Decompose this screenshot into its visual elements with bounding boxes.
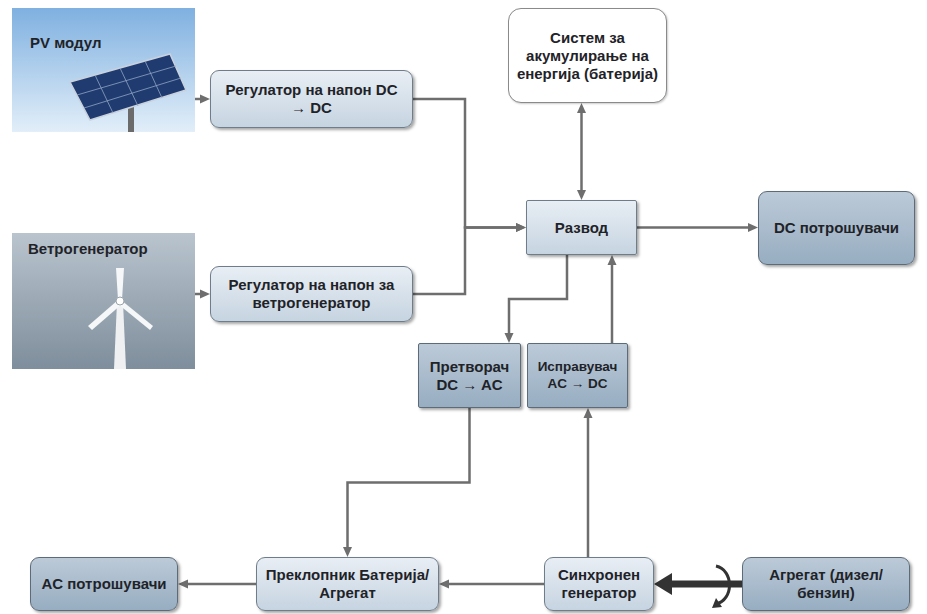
picture-node: Ветрогенератор: [12, 233, 195, 369]
arrow-head: [178, 580, 188, 589]
connector-line: [413, 228, 518, 295]
arrow-head: [516, 223, 526, 232]
storage-box: Систем за акумулирање на енергија (батер…: [508, 8, 667, 103]
connector-arrow: [413, 223, 526, 294]
connector-line: [447, 583, 544, 586]
node-text: Регулатор на напон за ветрогенератор: [217, 276, 406, 312]
arrow-head: [577, 103, 586, 113]
switch-box: Преклопник Батерија/Агрегат: [256, 557, 439, 611]
node-text: Исправувач AC → DC: [534, 359, 621, 391]
node-text: DC потрошувачи: [765, 219, 908, 237]
text-holder: Агрегат (дизел/бензин): [749, 566, 903, 602]
arrow-head: [748, 223, 758, 232]
connector-line: [186, 583, 256, 586]
connector-arrow: [439, 580, 544, 589]
connector-arrow: [413, 99, 526, 232]
connector-line: [668, 581, 742, 588]
node-text: Регулатор на напон DC → DC: [217, 81, 406, 117]
arrow-head: [608, 255, 617, 265]
distribution-box: Развод: [526, 200, 637, 255]
consumer-box: DC потрошувачи: [758, 191, 915, 265]
arrow-head: [654, 573, 672, 595]
connector-line: [413, 99, 518, 228]
connector-line: [637, 226, 750, 229]
arrow-head: [584, 408, 593, 418]
arrow-head: [505, 333, 514, 343]
node-text: Претворач DC → AC: [425, 358, 514, 394]
node-text: Синхронен генератор: [551, 566, 647, 602]
text-holder: PV модул: [30, 34, 195, 52]
converter-box: Претворач DC → AC: [418, 343, 521, 408]
text-holder: AC потрошувачи: [37, 575, 171, 593]
connector-line: [509, 255, 567, 335]
node-text: PV модул: [30, 34, 195, 52]
node-text: Систем за акумулирање на енергија (батер…: [515, 29, 660, 83]
connector-arrow: [584, 408, 593, 557]
drive-shaft-arrow: [654, 573, 742, 595]
arrow-head: [577, 190, 586, 200]
connector-arrow: [178, 580, 256, 589]
picture-node: PV модул: [12, 8, 195, 132]
wind-turbine-picture: [12, 233, 195, 369]
text-holder: Преклопник Батерија/Агрегат: [263, 566, 432, 602]
text-holder: Развод: [533, 219, 630, 237]
engine-box: Агрегат (дизел/бензин): [742, 557, 910, 611]
generator-box: Синхронен генератор: [544, 557, 654, 611]
pv-panel-picture: [12, 8, 195, 132]
node-text: Преклопник Батерија/Агрегат: [263, 566, 432, 602]
node-text: AC потрошувачи: [37, 575, 171, 593]
text-holder: Ветрогенератор: [28, 240, 195, 258]
connector-arrow: [505, 255, 568, 343]
text-holder: Регулатор на напон за ветрогенератор: [217, 276, 406, 312]
text-holder: Претворач DC → AC: [425, 358, 514, 394]
text-holder: DC потрошувачи: [765, 219, 908, 237]
regulator-box: Регулатор на напон DC → DC: [210, 70, 413, 128]
node-text: Ветрогенератор: [28, 240, 195, 258]
consumer-box: AC потрошувачи: [30, 557, 178, 611]
connector-line: [611, 263, 614, 343]
connector-line: [587, 416, 590, 557]
connector-arrow: [195, 290, 210, 299]
text-holder: Систем за акумулирање на енергија (батер…: [515, 29, 660, 83]
node-text: Агрегат (дизел/бензин): [749, 566, 903, 602]
arrow-head: [343, 547, 352, 557]
rectifier-box: Исправувач AC → DC: [527, 343, 628, 408]
connector-arrow: [343, 408, 470, 557]
arrow-head: [200, 290, 210, 299]
connector-arrow: [195, 95, 210, 104]
regulator-box: Регулатор на напон за ветрогенератор: [210, 266, 413, 322]
text-holder: Синхронен генератор: [551, 566, 647, 602]
connector-arrow: [608, 255, 617, 343]
text-holder: Регулатор на напон DC → DC: [217, 81, 406, 117]
connector-line: [580, 111, 583, 192]
connector-arrow: [637, 223, 758, 232]
connector-arrow: [577, 103, 586, 200]
arrow-head: [200, 95, 210, 104]
arrow-head: [439, 580, 449, 589]
node-text: Развод: [533, 219, 630, 237]
text-holder: Исправувач AC → DC: [534, 359, 621, 391]
connector-line: [348, 408, 470, 549]
arrow-head: [516, 223, 526, 232]
